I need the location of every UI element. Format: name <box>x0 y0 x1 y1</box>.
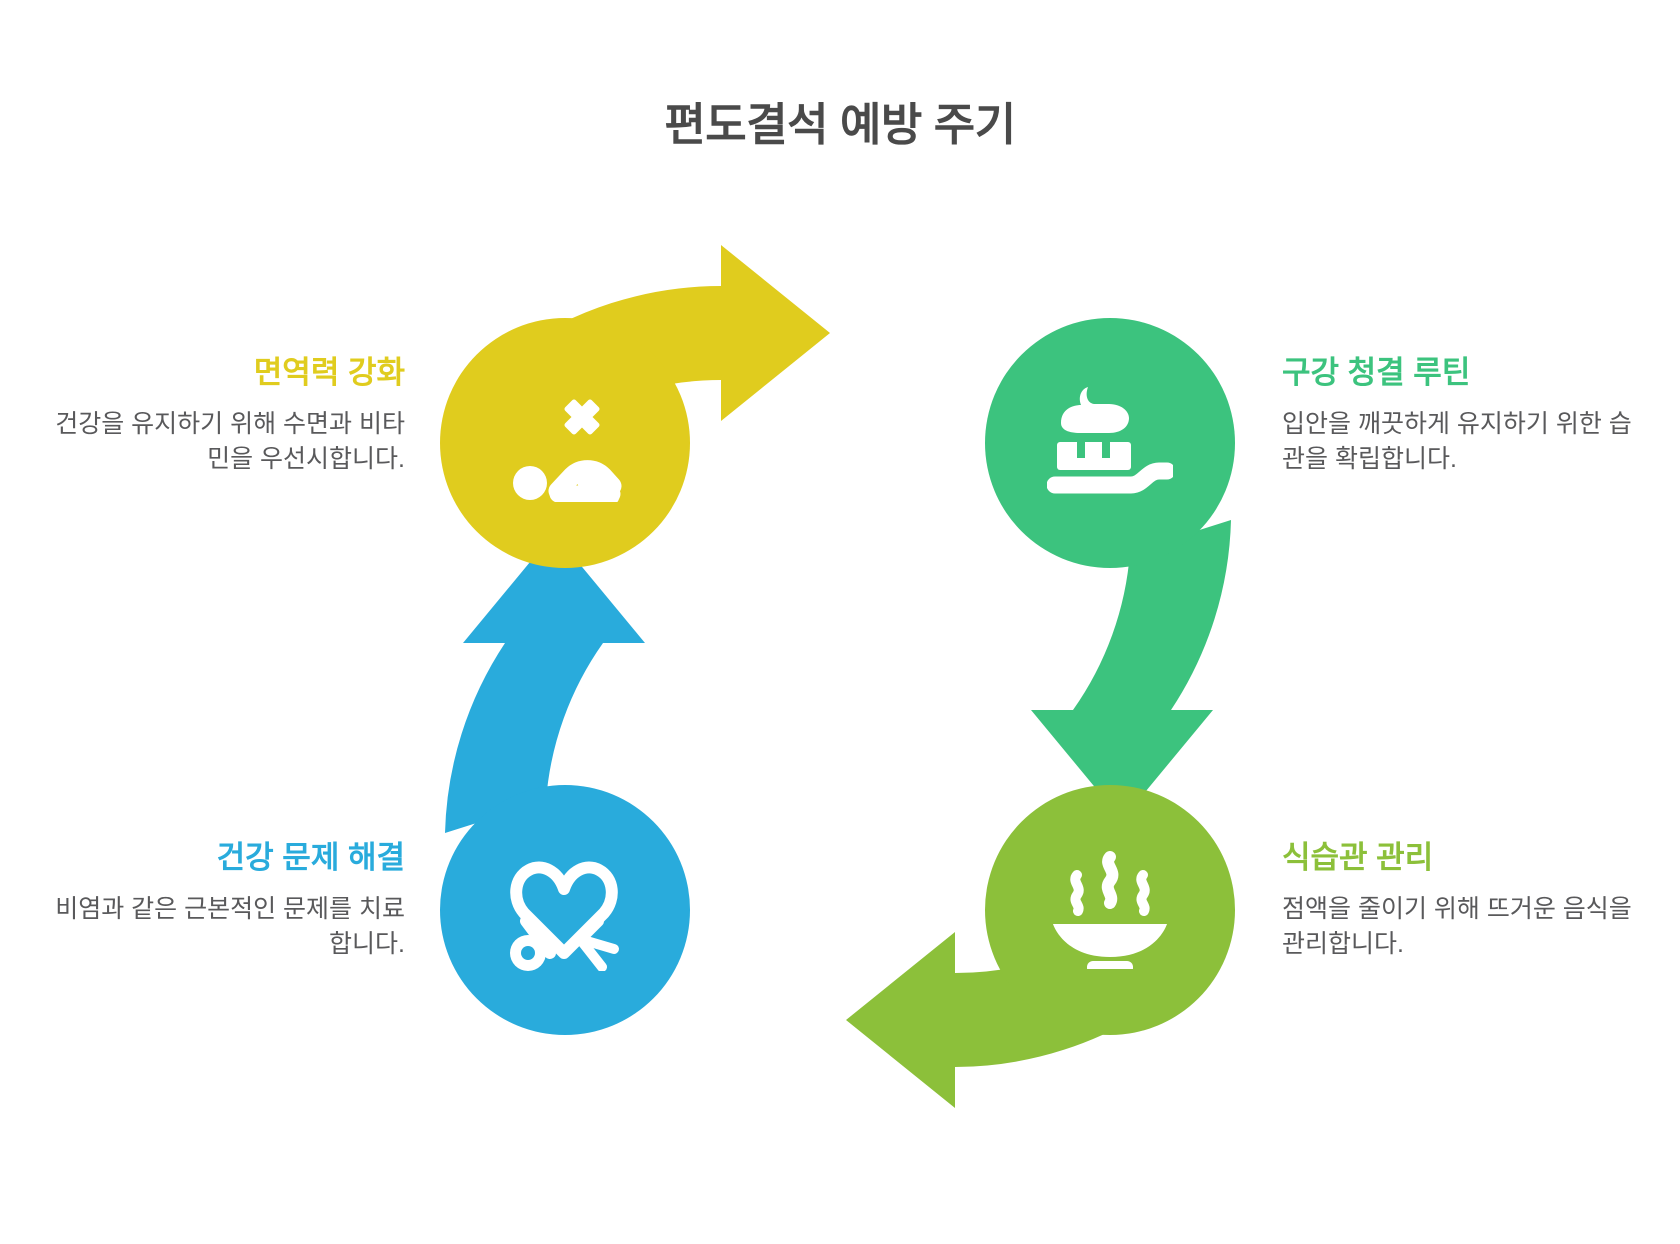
text-block-immunity: 면역력 강화 건강을 유지하기 위해 수면과 비타민을 우선시합니다. <box>50 355 405 478</box>
text-block-oral: 구강 청결 루틴 입안을 깨끗하게 유지하기 위한 습관을 확립합니다. <box>1282 355 1637 478</box>
body-oral: 입안을 깨끗하게 유지하기 위한 습관을 확립합니다. <box>1282 409 1632 474</box>
node-circle-immunity[interactable] <box>440 318 690 568</box>
body-diet: 점액을 줄이기 위해 뜨거운 음식을 관리합니다. <box>1282 894 1632 959</box>
body-immunity: 건강을 유지하기 위해 수면과 비타민을 우선시합니다. <box>55 409 405 474</box>
heading-diet: 식습관 관리 <box>1282 840 1434 875</box>
arrow-health-to-immunity <box>445 533 645 833</box>
arrow-oral-to-diet <box>1031 520 1231 820</box>
node-circle-diet[interactable] <box>985 785 1235 1035</box>
steaming-bowl-icon <box>1053 851 1167 969</box>
text-block-diet: 식습관 관리 점액을 줄이기 위해 뜨거운 음식을 관리합니다. <box>1282 840 1637 963</box>
heading-oral: 구강 청결 루틴 <box>1282 355 1471 390</box>
heart-stethoscope-icon <box>510 861 619 971</box>
node-circle-health[interactable] <box>440 785 690 1035</box>
body-health: 비염과 같은 근본적인 문제를 치료합니다. <box>55 894 405 959</box>
toothbrush-icon <box>1047 387 1173 494</box>
node-circle-oral[interactable] <box>985 318 1235 568</box>
heading-health: 건강 문제 해결 <box>216 840 405 875</box>
page-title: 편도결석 예방 주기 <box>664 99 1016 150</box>
sleeping-person-moon-icon <box>513 386 622 502</box>
heading-immunity: 면역력 강화 <box>253 355 405 390</box>
text-block-health: 건강 문제 해결 비염과 같은 근본적인 문제를 치료합니다. <box>50 840 405 963</box>
